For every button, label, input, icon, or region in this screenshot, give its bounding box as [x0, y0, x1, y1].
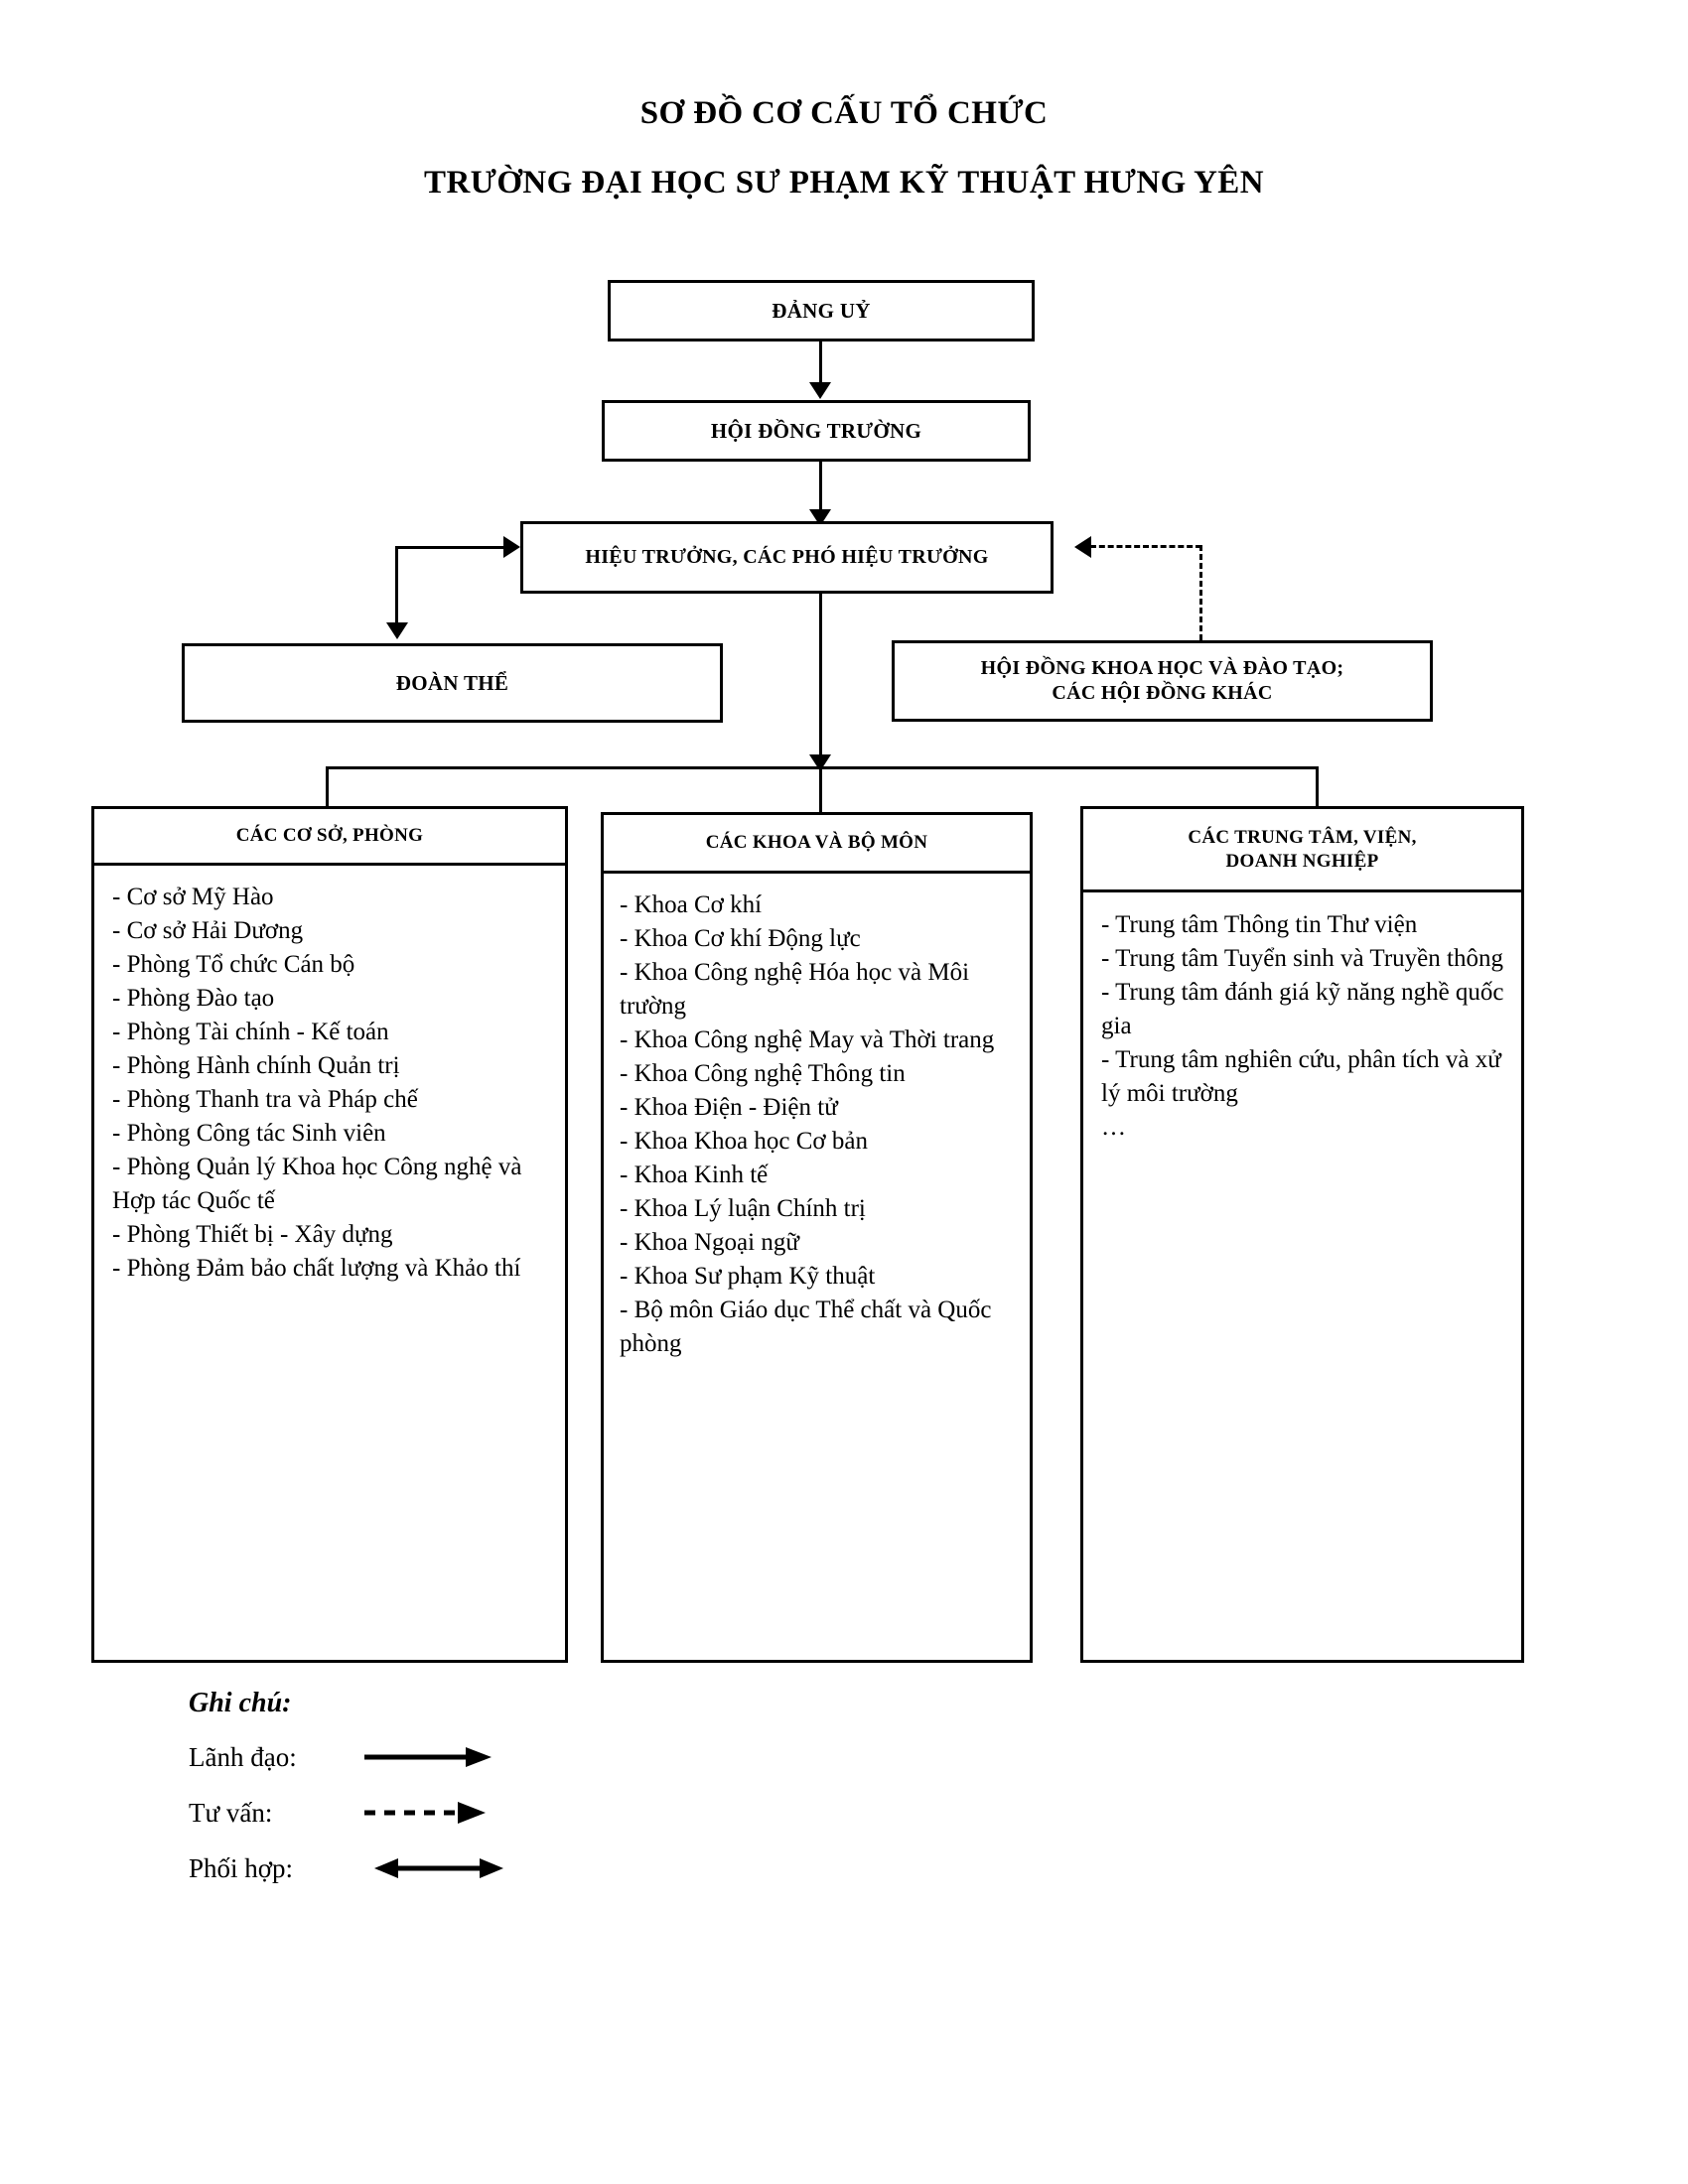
list-item: - Trung tâm Thông tin Thư viện — [1101, 911, 1418, 938]
legend-label-phoi-hop: Phối hợp: — [189, 1853, 294, 1883]
node-hoi-dong-truong-label: HỘI ĐỒNG TRƯỜNG — [710, 418, 922, 443]
node-hoi-dong-khoa-hoc: HỘI ĐỒNG KHOA HỌC VÀ ĐÀO TẠO; CÁC HỘI ĐỒ… — [892, 640, 1433, 722]
group-list-trung-tam-vien: - Trung tâm Thông tin Thư viện - Trung t… — [1083, 908, 1521, 1145]
node-hieu-truong: HIỆU TRƯỞNG, CÁC PHÓ HIỆU TRƯỞNG — [520, 521, 1054, 594]
group-header-khoa-bo-mon-label: CÁC KHOA VÀ BỘ MÔN — [705, 832, 928, 854]
node-hieu-truong-label: HIỆU TRƯỞNG, CÁC PHÓ HIỆU TRƯỞNG — [585, 546, 989, 569]
list-item: - Bộ môn Giáo dục Thể chất và Quốc phòng — [620, 1297, 998, 1357]
node-hoi-dong-khoa-hoc-line-2: CÁC HỘI ĐỒNG KHÁC — [1052, 682, 1273, 704]
group-header-khoa-bo-mon: CÁC KHOA VÀ BỘ MÔN — [601, 812, 1033, 874]
legend-row-tu-van: Tư vấn: — [189, 1785, 486, 1841]
list-item: - Khoa Kinh tế — [620, 1161, 769, 1188]
legend-row-phoi-hop: Phối hợp: — [189, 1841, 503, 1896]
list-item: - Phòng Quản lý Khoa học Công nghệ và Hợ… — [112, 1154, 528, 1214]
list-item: - Phòng Đào tạo — [112, 985, 275, 1012]
group-header-trung-tam-vien: CÁC TRUNG TÂM, VIỆN, DOANH NGHIỆP — [1080, 806, 1524, 892]
group-list-khoa-bo-mon: - Khoa Cơ khí - Khoa Cơ khí Động lực - K… — [604, 888, 1030, 1361]
arrow-doanthe-to-hieutruong — [503, 536, 520, 558]
list-item: - Trung tâm Tuyển sinh và Truyền thông — [1101, 945, 1503, 972]
connector-drop-col-1 — [326, 766, 329, 828]
node-hoi-dong-khoa-hoc-label: HỘI ĐỒNG KHOA HỌC VÀ ĐÀO TẠO; CÁC HỘI ĐỒ… — [895, 643, 1430, 719]
connector-drop-col-3 — [1316, 766, 1319, 828]
list-item: - Phòng Đảm bảo chất lượng và Khảo thí — [112, 1255, 521, 1282]
list-item: - Cơ sở Hải Dương — [112, 917, 304, 944]
node-dang-uy: ĐẢNG UỶ — [608, 280, 1035, 341]
list-item: - Trung tâm nghiên cứu, phân tích và xử … — [1101, 1046, 1507, 1107]
connector-hdkh-vertical-dashed — [1199, 545, 1202, 640]
arrow-dangui-hoidong — [809, 382, 831, 399]
connector-drop-col-2 — [819, 766, 822, 832]
connector-hdkh-horizontal-dashed — [1090, 545, 1201, 548]
list-item: - Khoa Cơ khí Động lực — [620, 925, 861, 952]
list-item: - Khoa Khoa học Cơ bản — [620, 1128, 868, 1155]
list-item: - Khoa Điện - Điện tử — [620, 1094, 838, 1121]
list-item: - Phòng Tài chính - Kế toán — [112, 1019, 389, 1045]
connector-dangui-hoidong — [819, 341, 822, 389]
list-item: - Phòng Thiết bị - Xây dựng — [112, 1221, 393, 1248]
node-hoi-dong-khoa-hoc-line-1: HỘI ĐỒNG KHOA HỌC VÀ ĐÀO TẠO; — [980, 657, 1344, 680]
connector-hieutruong-trunk — [819, 594, 822, 764]
legend-label-tu-van: Tư vấn: — [189, 1798, 273, 1828]
dashed-arrow-icon — [362, 1785, 501, 1841]
group-box-co-so-phong: CÁC CƠ SỞ, PHÒNG - Cơ sở Mỹ Hào - Cơ sở … — [91, 806, 568, 1663]
group-box-trung-tam-vien: CÁC TRUNG TÂM, VIỆN, DOANH NGHIỆP - Trun… — [1080, 806, 1524, 1663]
group-header-co-so-phong-label: CÁC CƠ SỞ, PHÒNG — [235, 825, 424, 847]
page-title-line-1: SƠ ĐỒ CƠ CẤU TỔ CHỨC — [639, 95, 1049, 131]
list-item: - Khoa Lý luận Chính trị — [620, 1195, 866, 1222]
list-item: - Phòng Công tác Sinh viên — [112, 1120, 386, 1147]
solid-arrow-icon — [362, 1729, 501, 1785]
group-list-co-so-phong: - Cơ sở Mỹ Hào - Cơ sở Hải Dương - Phòng… — [94, 881, 565, 1286]
node-dang-uy-label: ĐẢNG UỶ — [772, 298, 871, 323]
node-doan-the-label: ĐOÀN THỂ — [395, 670, 509, 695]
double-arrow-icon — [372, 1841, 511, 1896]
list-item: … — [1101, 1114, 1126, 1141]
legend: Ghi chú: Lãnh đạo: Tư vấn: Phối hợp: — [189, 1688, 503, 1896]
group-box-khoa-bo-mon: CÁC KHOA VÀ BỘ MÔN - Khoa Cơ khí - Khoa … — [601, 812, 1033, 1663]
connector-doanthe-vertical — [395, 546, 398, 629]
list-item: - Khoa Ngoại ngữ — [620, 1229, 799, 1256]
node-doan-the: ĐOÀN THỂ — [182, 643, 723, 723]
connector-distribution-bus — [326, 766, 1319, 769]
list-item: - Khoa Sư phạm Kỹ thuật — [620, 1263, 876, 1290]
arrow-hieutruong-to-doanthe — [386, 622, 408, 639]
group-header-trung-tam-vien-line-1: CÁC TRUNG TÂM, VIỆN, — [1188, 826, 1417, 848]
list-item: - Khoa Công nghệ May và Thời trang — [620, 1026, 995, 1053]
list-item: - Phòng Hành chính Quản trị — [112, 1052, 400, 1079]
node-hoi-dong-truong: HỘI ĐỒNG TRƯỜNG — [602, 400, 1031, 462]
legend-label-lanh-dao: Lãnh đạo: — [189, 1742, 297, 1772]
page-title-line-2: TRƯỜNG ĐẠI HỌC SƯ PHẠM KỸ THUẬT HƯNG YÊN — [424, 165, 1264, 201]
list-item: - Khoa Công nghệ Hóa học và Môi trường — [620, 959, 976, 1020]
list-item: - Trung tâm đánh giá kỹ năng nghề quốc g… — [1101, 979, 1510, 1039]
legend-row-lanh-dao: Lãnh đạo: — [189, 1729, 492, 1785]
group-header-trung-tam-vien-line-2: DOANH NGHIỆP — [1225, 850, 1379, 872]
connector-hoidong-hieutruong — [819, 462, 822, 519]
list-item: - Phòng Tổ chức Cán bộ — [112, 951, 355, 978]
group-header-co-so-phong: CÁC CƠ SỞ, PHÒNG — [91, 806, 568, 866]
list-item: - Phòng Thanh tra và Pháp chế — [112, 1086, 418, 1113]
list-item: - Cơ sở Mỹ Hào — [112, 884, 274, 910]
connector-doanthe-horizontal — [395, 546, 504, 549]
legend-title: Ghi chú: — [189, 1688, 292, 1718]
list-item: - Khoa Công nghệ Thông tin — [620, 1060, 906, 1087]
list-item: - Khoa Cơ khí — [620, 891, 763, 918]
arrow-hdkh-to-hieutruong — [1074, 536, 1091, 558]
